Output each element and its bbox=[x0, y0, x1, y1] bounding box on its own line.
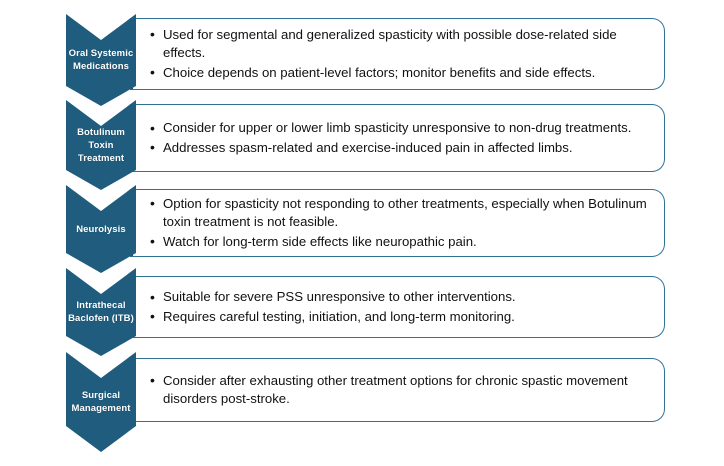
bullet-item: Suitable for severe PSS unresponsive to … bbox=[149, 288, 650, 307]
chevron-shape-icon bbox=[66, 352, 136, 452]
step-content-box: Consider after exhausting other treatmen… bbox=[130, 358, 665, 422]
step-chevron-botulinum-toxin-treatment: Botulinum Toxin Treatment bbox=[66, 100, 136, 190]
bullet-item: Consider for upper or lower limb spastic… bbox=[149, 119, 650, 138]
step-content-box: Used for segmental and generalized spast… bbox=[130, 18, 665, 90]
step-label: Botulinum Toxin Treatment bbox=[77, 126, 125, 164]
bullet-item: Requires careful testing, initiation, an… bbox=[149, 307, 650, 327]
step-label: Oral Systemic Medications bbox=[68, 48, 134, 72]
bullet-item: Used for segmental and generalized spast… bbox=[149, 25, 650, 63]
step-content-box: Suitable for severe PSS unresponsive to … bbox=[130, 276, 665, 338]
bullet-list: Consider for upper or lower limb spastic… bbox=[149, 119, 650, 157]
chevron-shape-icon bbox=[66, 185, 136, 273]
chevron-shape-icon bbox=[66, 100, 136, 190]
bullet-item: Consider after exhausting other treatmen… bbox=[149, 371, 650, 409]
step-content-box: Consider for upper or lower limb spastic… bbox=[130, 104, 665, 172]
bullet-list: Consider after exhausting other treatmen… bbox=[149, 371, 650, 409]
chevron-shape-icon bbox=[66, 14, 136, 106]
bullet-list: Used for segmental and generalized spast… bbox=[149, 25, 650, 83]
step-content-box: Option for spasticity not responding to … bbox=[130, 189, 665, 257]
bullet-item: Choice depends on patient-level factors;… bbox=[149, 63, 650, 83]
chevron-shape-icon bbox=[66, 268, 136, 356]
bullet-item: Watch for long-term side effects like ne… bbox=[149, 232, 650, 252]
bullet-item: Addresses spasm-related and exercise-ind… bbox=[149, 138, 650, 158]
step-label: Neurolysis bbox=[76, 223, 126, 235]
bullet-list: Suitable for severe PSS unresponsive to … bbox=[149, 288, 650, 326]
step-label: Intrathecal Baclofen (ITB) bbox=[68, 300, 134, 324]
bullet-item: Option for spasticity not responding to … bbox=[149, 194, 650, 232]
step-chevron-surgical-management: Surgical Management bbox=[66, 352, 136, 452]
step-chevron-oral-systemic-medications: Oral Systemic Medications bbox=[66, 14, 136, 106]
step-chevron-neurolysis: Neurolysis bbox=[66, 185, 136, 273]
step-label: Surgical Management bbox=[71, 390, 131, 414]
bullet-list: Option for spasticity not responding to … bbox=[149, 194, 650, 252]
step-chevron-intrathecal-baclofen: Intrathecal Baclofen (ITB) bbox=[66, 268, 136, 356]
